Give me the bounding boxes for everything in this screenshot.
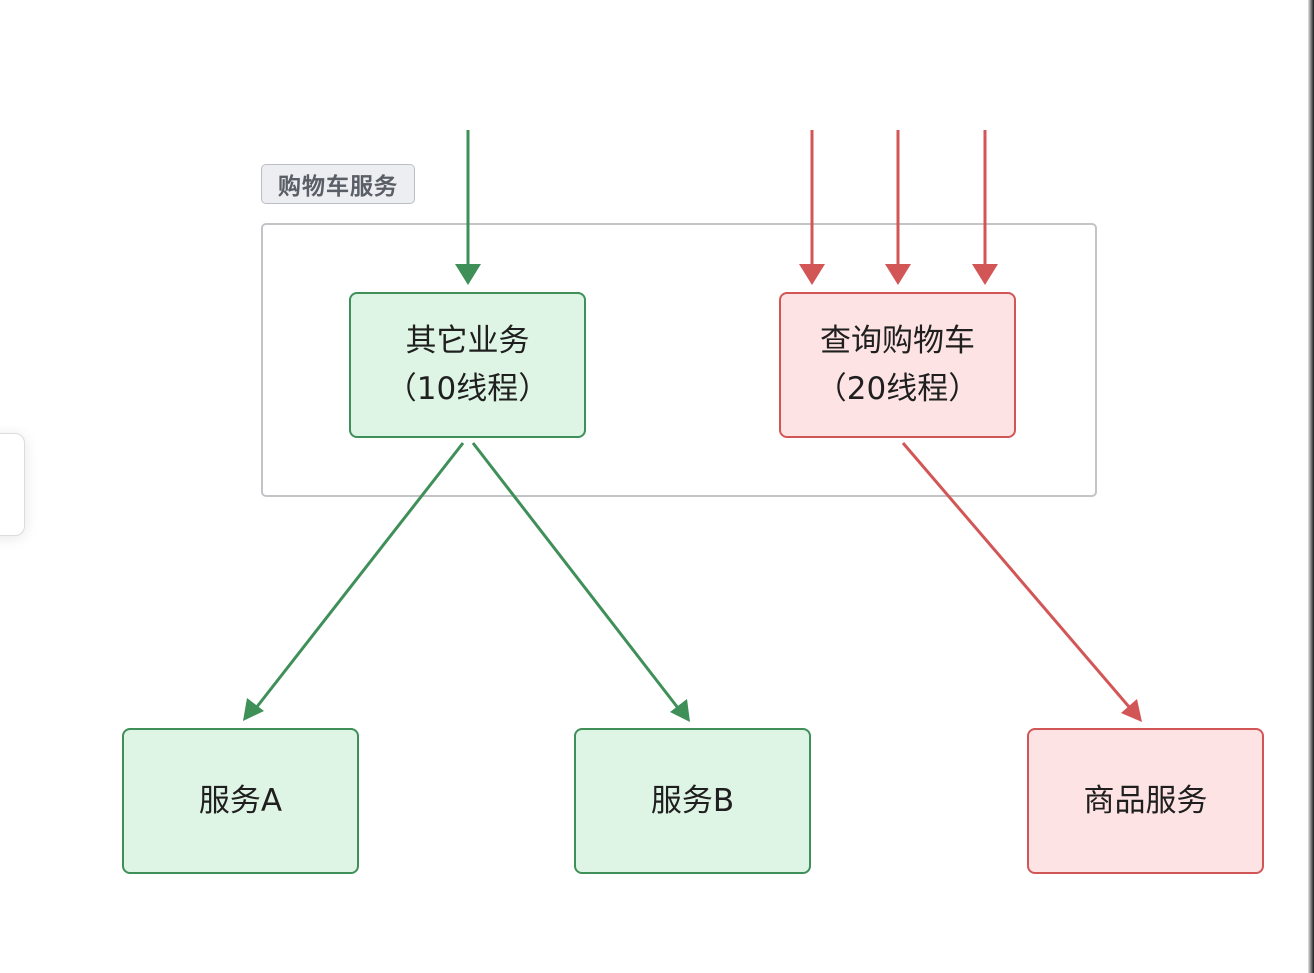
node-query-cart-line1: 查询购物车 [820, 323, 975, 359]
node-other-business-line1: 其它业务 [405, 323, 530, 359]
node-other-business[interactable]: 其它业务 （10线程） [349, 292, 586, 438]
node-service-b-label: 服务B [650, 783, 735, 819]
group-cart-service [261, 223, 1097, 497]
arrow-in-query-cart-2 [885, 130, 911, 285]
arrow-in-other-business [455, 130, 481, 285]
arrow-other-to-service-a [243, 442, 465, 721]
group-label-cart-service: 购物车服务 [261, 164, 415, 204]
arrow-in-query-cart-3 [972, 130, 998, 285]
arrow-query-to-product-service [901, 442, 1142, 722]
node-product-service-label: 商品服务 [1083, 783, 1208, 819]
node-product-service[interactable]: 商品服务 [1027, 728, 1264, 874]
side-panel-handle[interactable] [0, 433, 25, 536]
window-right-edge [1308, 0, 1314, 973]
node-query-cart[interactable]: 查询购物车 （20线程） [779, 292, 1016, 438]
node-query-cart-line2: （20线程） [815, 371, 980, 407]
node-other-business-line2: （10线程） [385, 371, 550, 407]
node-service-a[interactable]: 服务A [122, 728, 359, 874]
node-service-b[interactable]: 服务B [574, 728, 811, 874]
arrow-in-query-cart-1 [799, 130, 825, 285]
node-service-a-label: 服务A [198, 783, 283, 819]
arrow-other-to-service-b [471, 442, 690, 722]
